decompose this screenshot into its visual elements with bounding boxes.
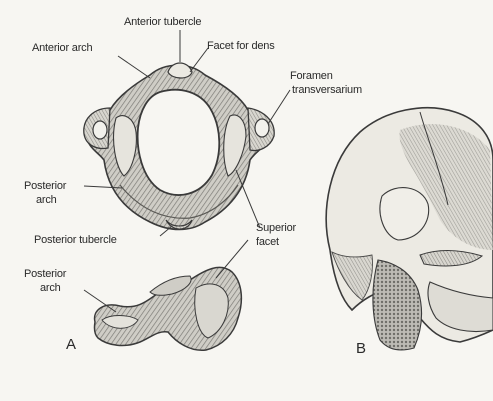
leader-superior-facet-1 — [236, 170, 260, 228]
right-foramen-transversarium — [255, 119, 269, 137]
atlas-lateral-view — [94, 267, 241, 350]
label-foramen-line2: transversarium — [292, 84, 362, 96]
leader-foramen-transversarium — [268, 90, 290, 124]
label-foramen-line1: Foramen — [290, 70, 333, 82]
atlas-superior-view — [84, 63, 274, 230]
panel-label-a: A — [66, 336, 76, 353]
label-posterior-arch-top-line2: arch — [36, 194, 57, 206]
leader-anterior-arch — [118, 56, 150, 78]
left-foramen-transversarium — [93, 121, 107, 139]
leader-facet-for-dens — [190, 48, 208, 72]
skull-lateral-view — [326, 108, 493, 350]
panel-label-b: B — [356, 340, 366, 357]
label-superior-facet-line2: facet — [256, 236, 279, 248]
label-anterior-arch: Anterior arch — [32, 42, 92, 54]
vertebral-foramen — [138, 90, 220, 195]
label-posterior-arch-bottom-line1: Posterior — [24, 268, 66, 280]
label-superior-facet-line1: Superior — [256, 222, 296, 234]
label-posterior-arch-bottom-line2: arch — [40, 282, 61, 294]
label-posterior-tubercle: Posterior tubercle — [34, 234, 117, 246]
label-anterior-tubercle: Anterior tubercle — [124, 16, 201, 28]
anterior-tubercle — [168, 63, 192, 78]
label-facet-for-dens: Facet for dens — [207, 40, 275, 52]
label-posterior-arch-top-line1: Posterior — [24, 180, 66, 192]
